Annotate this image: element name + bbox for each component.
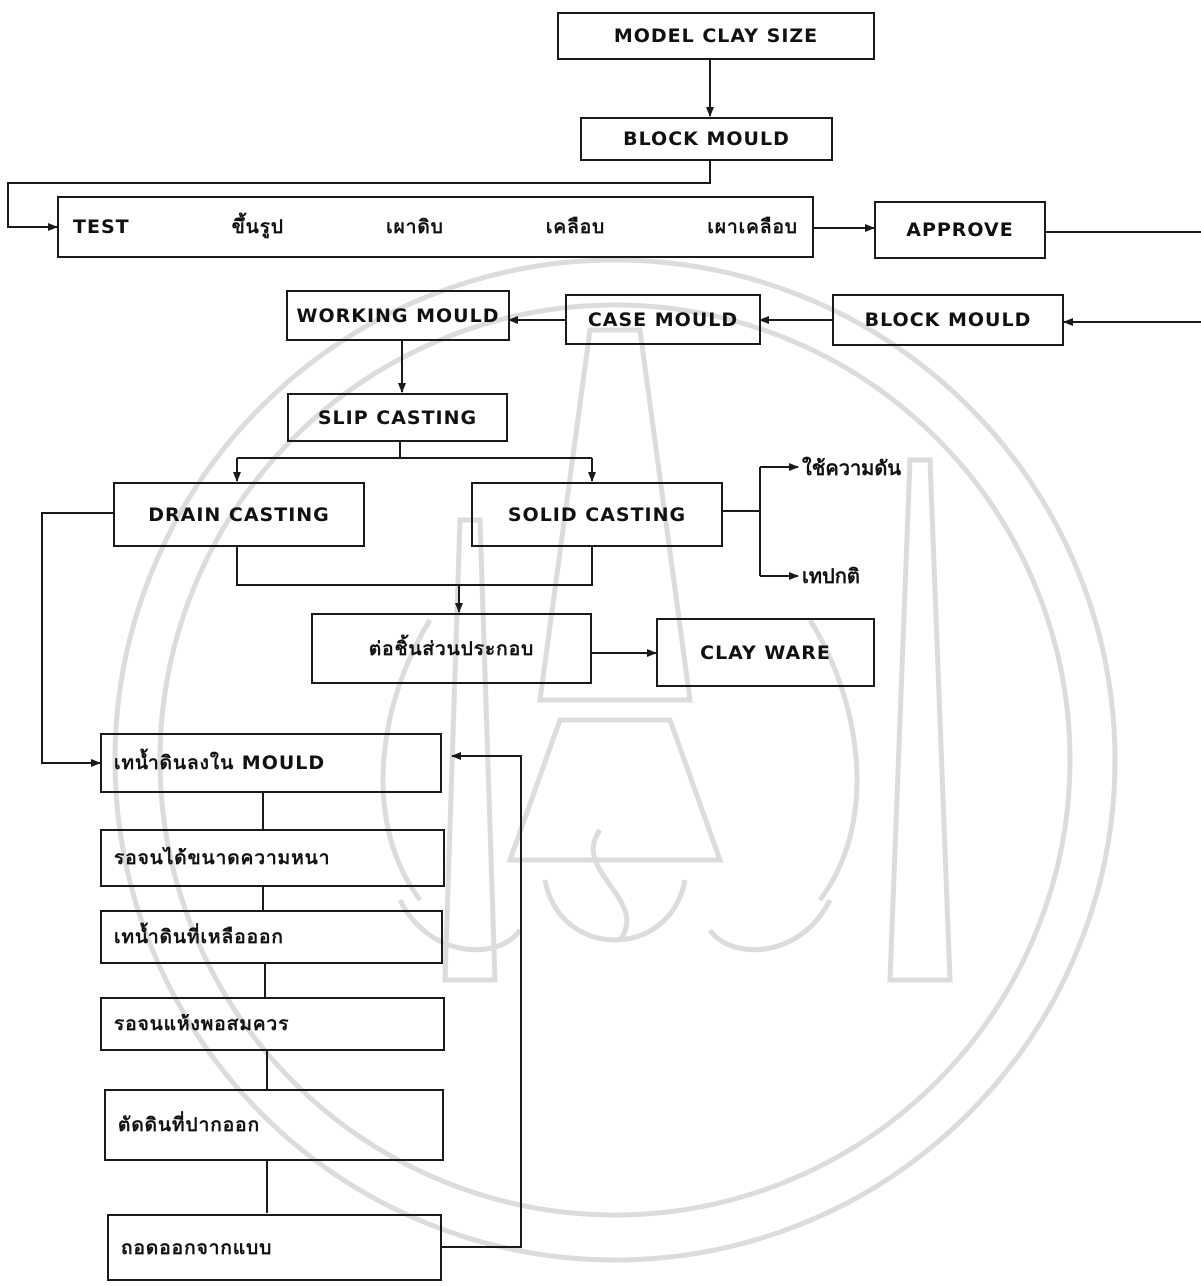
slip-casting-box: SLIP CASTING: [287, 393, 508, 442]
join-parts-box: ต่อชิ้นส่วนประกอบ: [311, 613, 592, 684]
release-from-mould-box: ถอดออกจากแบบ: [107, 1214, 442, 1281]
block-mould-right-box: BLOCK MOULD: [832, 294, 1064, 346]
test-step-label: TEST: [73, 216, 130, 238]
glazing-step-label: เคลือบ: [545, 216, 606, 238]
solid-casting-box: SOLID CASTING: [471, 482, 723, 547]
approve-box: APPROVE: [874, 201, 1046, 259]
forming-step-label: ขึ้นรูป: [231, 216, 284, 238]
bisque-firing-step-label: เผาดิบ: [386, 216, 444, 238]
pour-normal-label: เทปกติ: [802, 564, 860, 588]
wait-dry-box: รอจนแห้งพอสมควร: [100, 997, 445, 1051]
block-mould-top-box: BLOCK MOULD: [580, 117, 833, 161]
wait-thickness-box: รอจนได้ขนาดความหนา: [100, 829, 445, 887]
use-pressure-label: ใช้ความดัน: [802, 456, 902, 480]
glaze-firing-step-label: เผาเคลือบ: [707, 216, 798, 238]
working-mould-box: WORKING MOULD: [286, 290, 510, 341]
model-clay-size-box: MODEL CLAY SIZE: [557, 12, 875, 60]
test-process-row-box: TEST ขึ้นรูป เผาดิบ เคลือบ เผาเคลือบ: [57, 196, 814, 258]
pour-out-excess-box: เทน้ำดินที่เหลือออก: [100, 910, 443, 964]
drain-casting-box: DRAIN CASTING: [113, 482, 365, 547]
clay-ware-box: CLAY WARE: [656, 618, 875, 687]
pour-slip-into-mould-box: เทน้ำดินลงใน MOULD: [100, 733, 442, 793]
case-mould-box: CASE MOULD: [565, 294, 761, 345]
trim-top-box: ตัดดินที่ปากออก: [104, 1089, 444, 1161]
